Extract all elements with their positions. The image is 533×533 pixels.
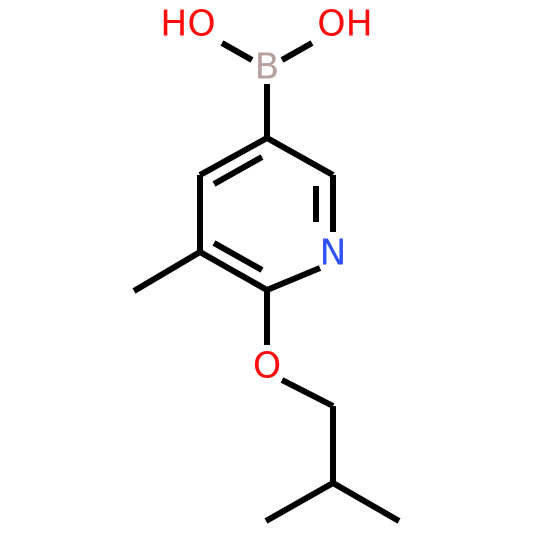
bond-b-ho-left (220, 40, 254, 63)
atom-oxygen: O (253, 346, 281, 387)
bond-ring-6 (198, 135, 269, 178)
atom-labels: HO OH B N O (160, 4, 372, 387)
atom-ho-left: HO (160, 4, 215, 45)
bond-ch-ch3-right (331, 480, 401, 524)
bond-ring-6-inner (212, 154, 264, 187)
atom-nitrogen: N (320, 233, 347, 274)
bond-ch-ch3-left (264, 480, 335, 524)
bond-ring-3 (265, 265, 322, 293)
atom-boron: B (255, 47, 280, 88)
bond-b-oh-right (280, 40, 314, 63)
bond-o-ch2 (280, 377, 335, 409)
atom-oh-right: OH (317, 4, 372, 45)
bond-ring-1 (265, 135, 335, 178)
bond-ring-4 (198, 249, 269, 293)
bond-ring-4-inner (212, 240, 264, 273)
bond-methyl (132, 249, 202, 294)
bonds (132, 40, 401, 524)
